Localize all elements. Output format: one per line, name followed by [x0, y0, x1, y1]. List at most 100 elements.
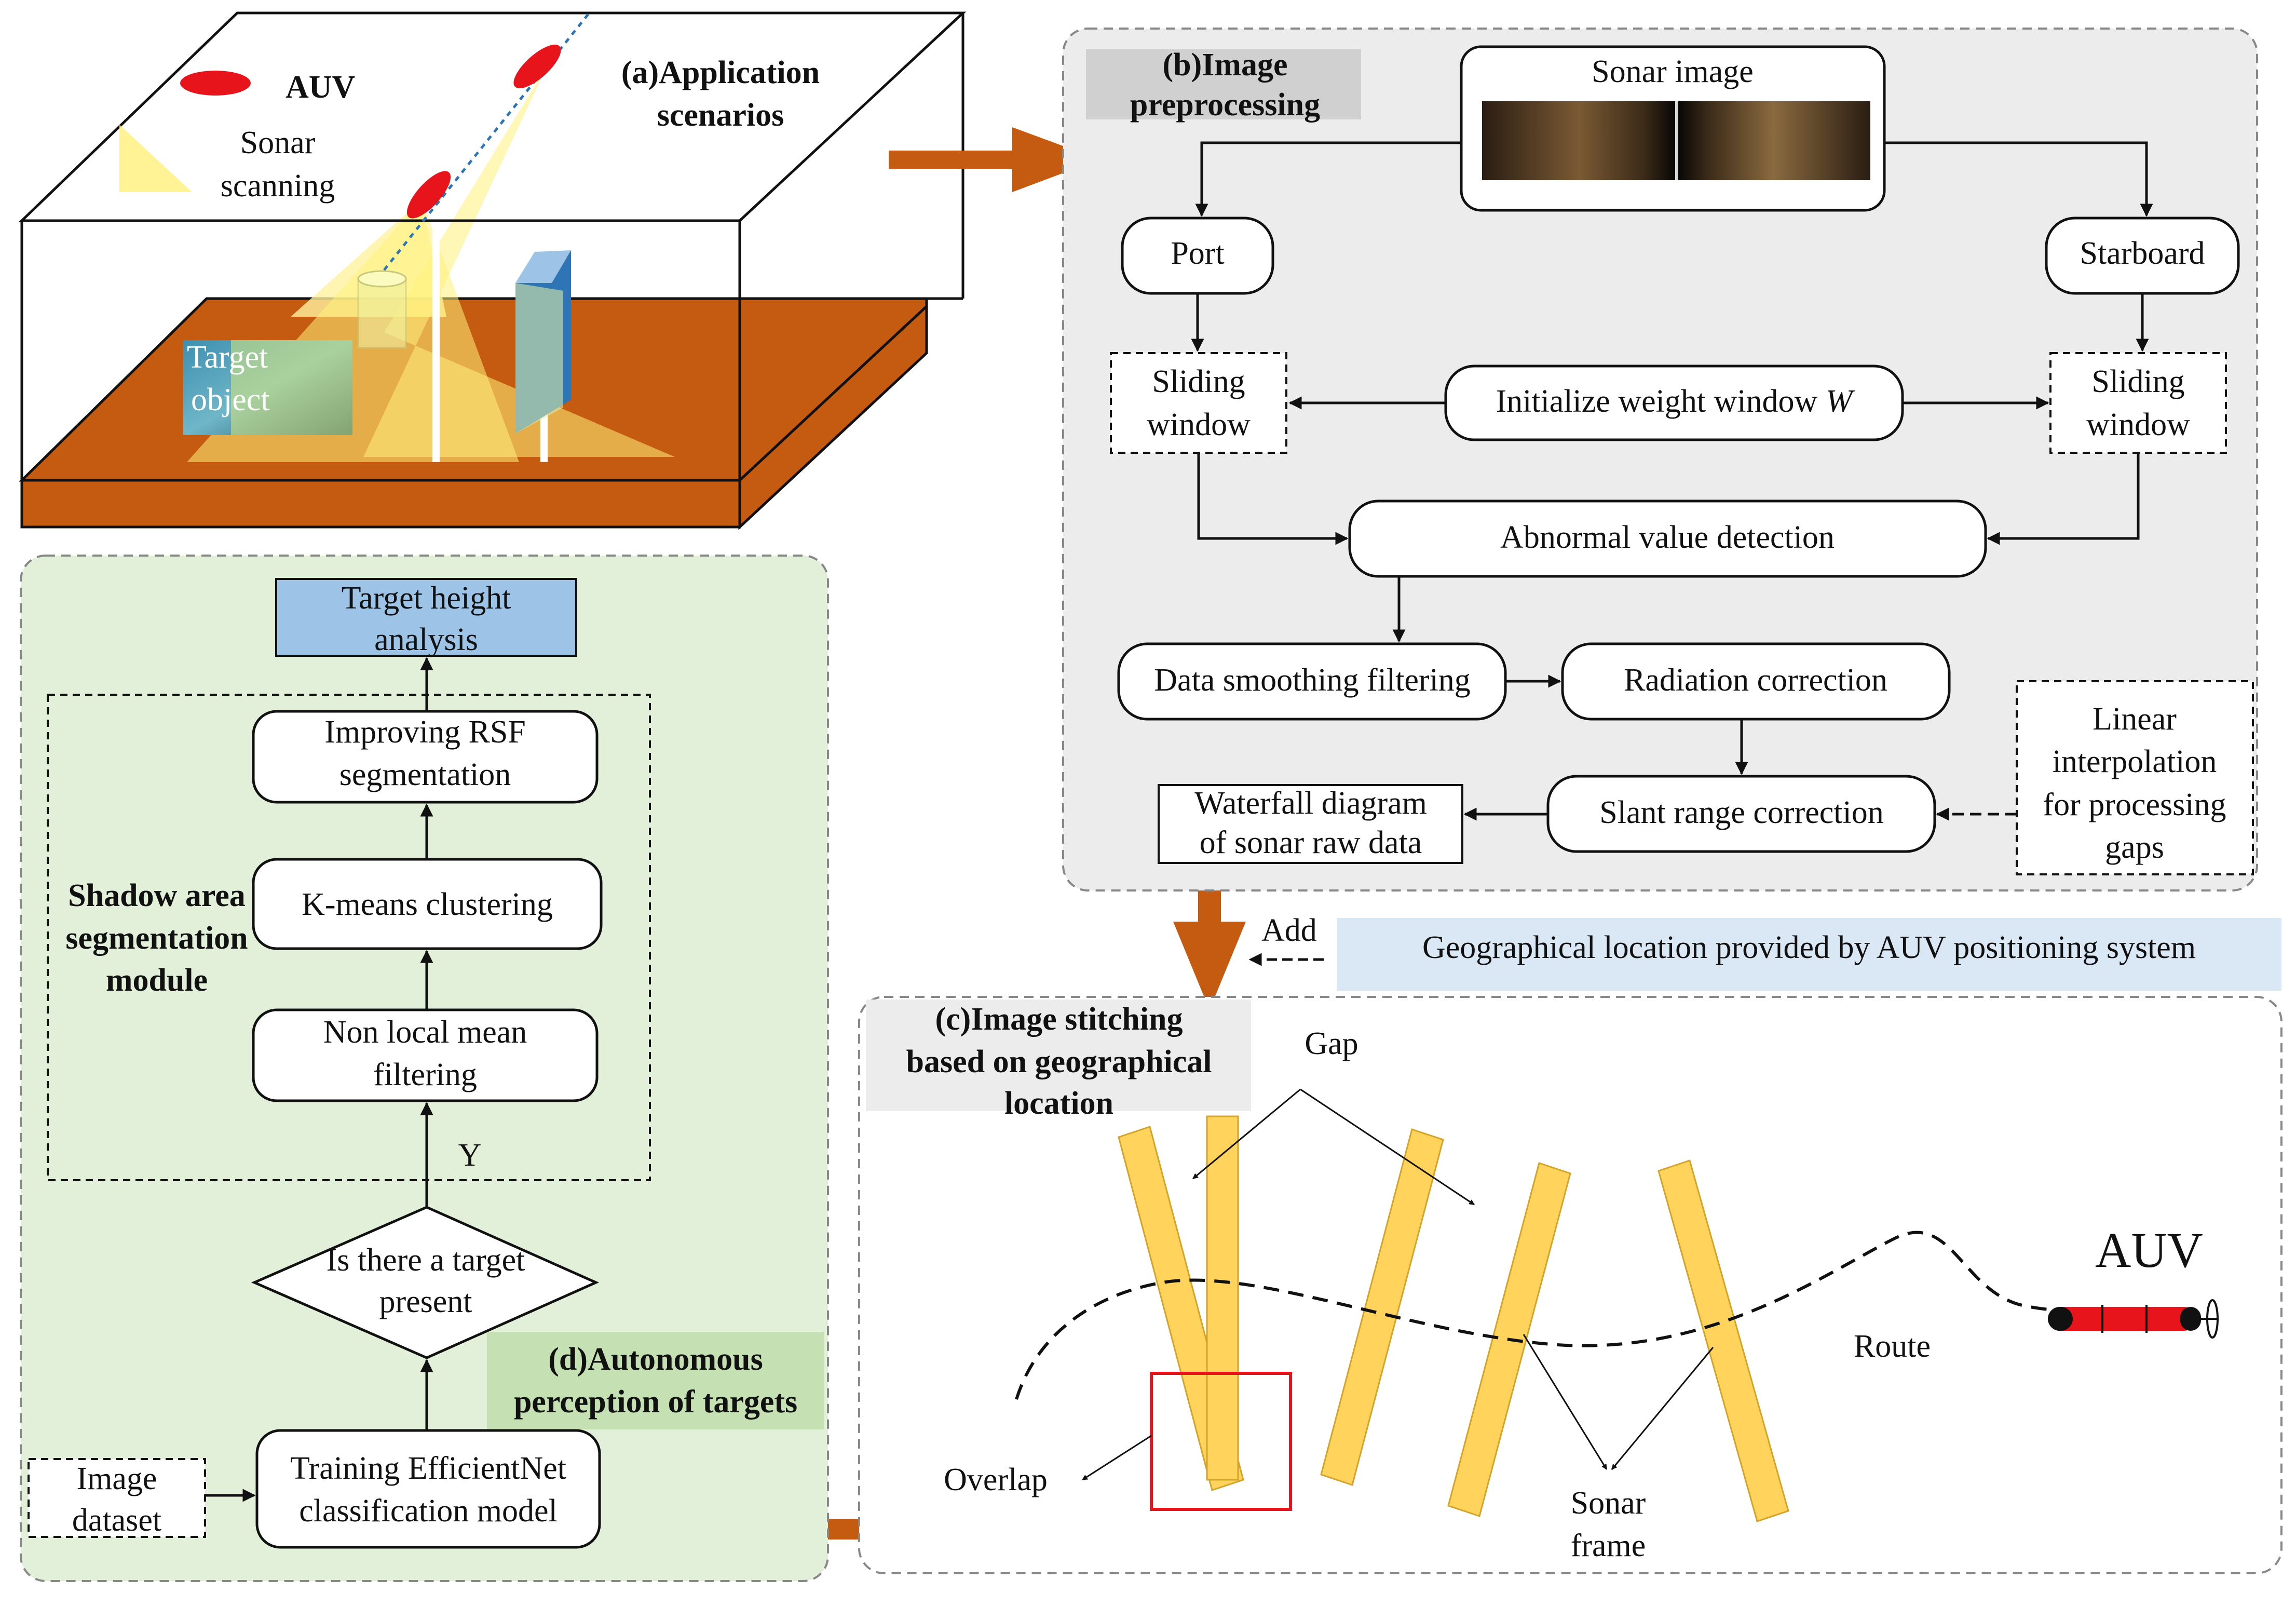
geo-location-box [1337, 918, 2281, 991]
sonar-frame-5 [1658, 1159, 1789, 1522]
nlm-box [252, 1008, 599, 1102]
training-label-1: Training EfficientNet [290, 1451, 566, 1486]
auv-marker-top [513, 44, 561, 89]
sonar-legend-icon [119, 125, 192, 192]
abnormal-detection-box [1348, 499, 1987, 578]
auv-body [2048, 1307, 2196, 1331]
target-height-label-1: Target height [342, 580, 511, 616]
panel-b-title-bg [1086, 49, 1361, 119]
decision-yes-label: Y [458, 1138, 482, 1173]
sonar-frame-label-2: frame [1571, 1528, 1646, 1563]
sonar-image-label: Sonar image [1592, 54, 1754, 89]
sonar-frame-label-1: Sonar [1571, 1486, 1646, 1521]
target-height-box [275, 578, 577, 657]
smoothing-label: Data smoothing filtering [1154, 663, 1471, 698]
arrow-a-to-b [889, 127, 1099, 192]
panel-c-title-1: (c)Image stitching [935, 1002, 1183, 1037]
shadow-module-label-1: Shadow area [68, 878, 246, 913]
kmeans-label: K-means clustering [302, 887, 553, 922]
linear-interp-label-4: gaps [2105, 830, 2164, 865]
target-label-1: Target [187, 340, 268, 375]
panel-b-connectors [1191, 141, 2153, 821]
box-object-side [515, 283, 563, 434]
panel-b-title-1: (b)Image [1162, 47, 1287, 83]
auv-legend-icon [180, 71, 251, 96]
sonar-legend-label-2: scanning [221, 168, 335, 204]
linear-interp-label-1: Linear [2093, 701, 2177, 737]
sonar-frame-3 [1320, 1128, 1444, 1486]
cylinder-top [357, 270, 407, 288]
sonar-beam-right [363, 65, 675, 457]
panel-d-connectors [205, 657, 433, 1502]
route-label: Route [1854, 1329, 1931, 1364]
image-dataset-label-2: dataset [72, 1503, 161, 1538]
radiation-label: Radiation correction [1624, 663, 1887, 698]
add-label: Add [1261, 913, 1317, 948]
rsf-label-2: segmentation [339, 757, 511, 792]
geo-location-label: Geographical location provided by AUV po… [1422, 930, 2196, 965]
panel-c-title-3: location [1004, 1086, 1113, 1121]
sliding-window-right-label-2: window [2086, 407, 2190, 442]
shadow-module-box [47, 694, 651, 1181]
training-label-2: classification model [299, 1493, 558, 1529]
shadow-module-label-2: segmentation [65, 921, 248, 956]
waterfall-label-2: of sonar raw data [1200, 825, 1422, 860]
panel-b-image-preprocessing: (b)Image preprocessing Sonar image Port … [1062, 28, 2258, 892]
auv-legend-label: AUV [286, 70, 356, 105]
image-dataset-label-1: Image [77, 1461, 157, 1496]
linear-interp-box [2016, 680, 2254, 875]
box-object-top [515, 250, 571, 283]
linear-interp-label-3: for processing [2043, 787, 2226, 822]
sliding-window-right-label-1: Sliding [2091, 364, 2184, 399]
decision-label-1: Is there a target [327, 1243, 525, 1278]
cylinder-object [357, 277, 407, 349]
overlap-label: Overlap [944, 1462, 1048, 1497]
waterfall-label-1: Waterfall diagram [1194, 786, 1427, 821]
panel-c-image-stitching: (c)Image stitching based on geographical… [858, 996, 2283, 1574]
seabed-side [738, 303, 928, 530]
panel-c-title-2: based on geographical [906, 1044, 1212, 1079]
init-weight-text: Initialize weight window [1496, 384, 1825, 419]
training-box [255, 1429, 601, 1549]
shadow-module-label-3: module [106, 963, 208, 998]
image-dataset-box [28, 1458, 206, 1538]
rsf-label-1: Improving RSF [324, 714, 526, 750]
arrow-b-to-c [1173, 852, 1246, 1010]
gap-label: Gap [1305, 1026, 1358, 1061]
linear-interp-label-2: interpolation [2053, 744, 2217, 779]
init-weight-var: W [1826, 384, 1855, 419]
decision-label-2: present [379, 1284, 472, 1319]
auv-marker-bottom [406, 171, 451, 219]
overlap-highlight [1150, 1372, 1292, 1511]
sliding-window-left-label-1: Sliding [1152, 364, 1245, 399]
abnormal-detection-label: Abnormal value detection [1500, 520, 1835, 555]
sliding-window-left [1110, 352, 1287, 454]
radiation-box [1561, 642, 1951, 721]
slant-label: Slant range correction [1599, 795, 1883, 830]
sliding-window-right [2049, 352, 2227, 454]
starboard-label: Starboard [2080, 236, 2205, 271]
panel-a-title-1: (a)Application [621, 55, 820, 90]
panel-d-title-1: (d)Autonomous [548, 1342, 763, 1377]
target-label-2: object [191, 382, 270, 417]
port-label: Port [1171, 236, 1224, 271]
panel-a-title-2: scenarios [657, 98, 784, 133]
panel-b-title-2: preprocessing [1130, 87, 1320, 123]
waterfall-box [1158, 784, 1463, 864]
panel-d-title-2: perception of targets [514, 1384, 797, 1420]
nlm-label-2: filtering [373, 1057, 477, 1092]
panel-a-application-scenarios: AUV Sonar scanning (a)Application scenar… [18, 11, 967, 530]
sliding-window-left-label-2: window [1147, 407, 1251, 442]
seabed-front [20, 479, 741, 529]
init-weight-label: Initialize weight window W [1496, 384, 1855, 419]
decision-diamond [251, 1206, 600, 1359]
nlm-label-1: Non local mean [323, 1015, 527, 1050]
rsf-box [252, 710, 599, 804]
target-height-label-2: analysis [374, 622, 478, 657]
route-path [1015, 1231, 2087, 1400]
panel-c-title-bg [866, 1000, 1251, 1111]
sonar-frame-2 [1206, 1115, 1239, 1481]
panel-c-pointers [1082, 1088, 1714, 1481]
auv-label: AUV [2095, 1222, 2203, 1278]
